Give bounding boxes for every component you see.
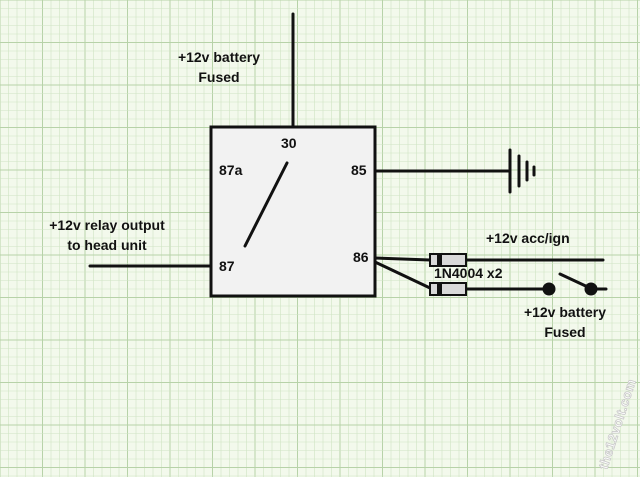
relay-contact-arm xyxy=(243,161,289,248)
relay-body xyxy=(209,125,377,298)
pin-30-label: 30 xyxy=(281,135,297,151)
switch-lever xyxy=(558,272,592,290)
relay-output-label-line2: to head unit xyxy=(67,237,147,253)
diodes-label: 1N4004 x2 xyxy=(434,265,503,281)
diode-lower-cathode-band xyxy=(437,283,442,295)
diode-upper-cathode-band xyxy=(437,254,442,266)
diode-lower xyxy=(429,282,467,296)
battery-top-label-line2: Fused xyxy=(198,69,239,85)
wire-pin86-upper xyxy=(373,256,432,262)
relay-output-label-line1: +12v relay output xyxy=(49,217,165,233)
switch-terminal-left xyxy=(542,282,556,296)
wire-pin86-lower xyxy=(373,260,432,290)
pin-87-label: 87 xyxy=(219,258,235,274)
diode-upper xyxy=(429,253,467,267)
pin-85-label: 85 xyxy=(351,162,367,178)
ground-symbol xyxy=(508,148,536,194)
pin-86-label: 86 xyxy=(353,249,369,265)
wires xyxy=(88,12,608,291)
battery-top-label-line1: +12v battery xyxy=(178,49,260,65)
battery-right-label-line1: +12v battery xyxy=(524,304,606,320)
switch-symbol xyxy=(542,272,598,296)
battery-right-label-line2: Fused xyxy=(544,324,585,340)
pin-87a-label: 87a xyxy=(219,162,243,178)
acc-ign-label: +12v acc/ign xyxy=(486,230,570,246)
